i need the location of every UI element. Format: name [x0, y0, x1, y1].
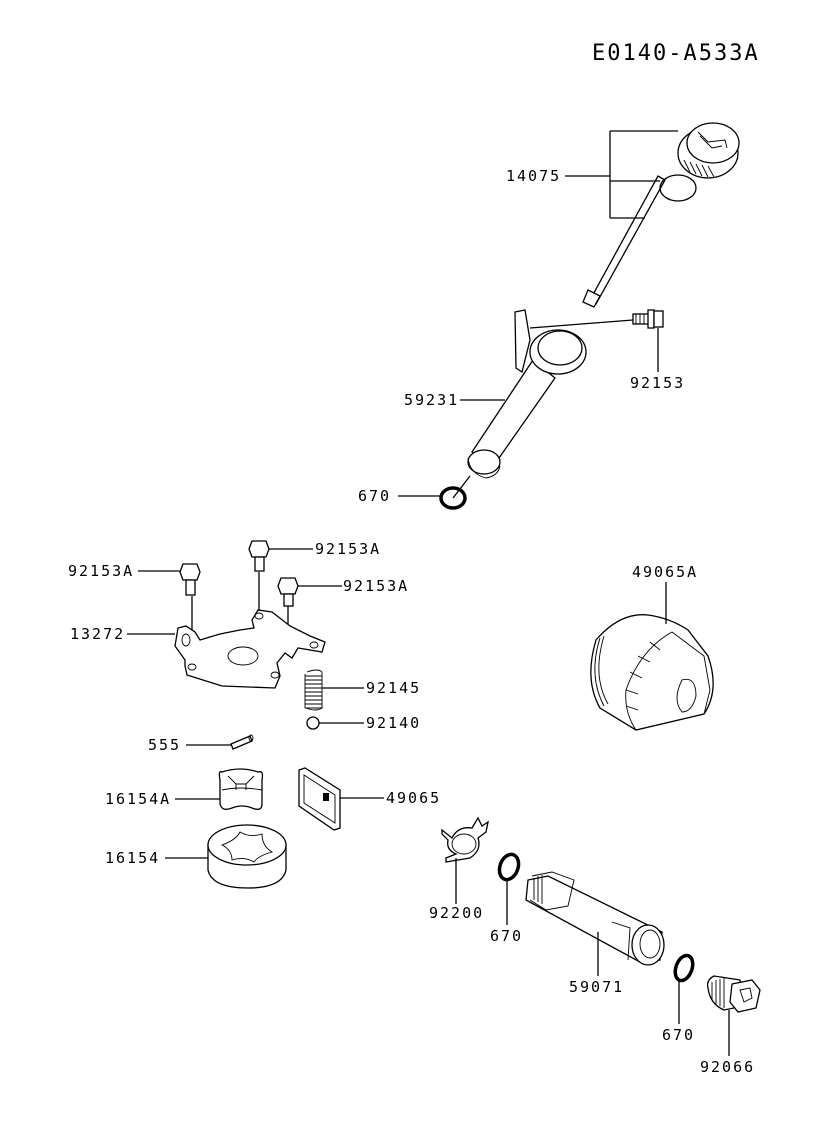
callout-92153 — [529, 319, 659, 372]
part-spring[interactable] — [304, 669, 324, 711]
part-label-59071[interactable]: 59071 — [569, 978, 624, 996]
part-drain-plug[interactable] — [706, 975, 761, 1013]
callout-92153A-top — [258, 548, 313, 615]
part-oring-670-top[interactable] — [439, 486, 467, 510]
part-label-92153A-left[interactable]: 92153A — [68, 562, 134, 580]
part-filter-element[interactable] — [298, 767, 341, 831]
callout-14075 — [565, 130, 678, 219]
part-bolt-92153A-top[interactable] — [248, 540, 270, 572]
part-bolt-92153[interactable] — [632, 309, 664, 329]
part-plate[interactable] — [174, 609, 326, 689]
part-label-92153A-right[interactable]: 92153A — [343, 577, 409, 595]
part-dipstick[interactable] — [582, 122, 740, 308]
part-bolt-92153A-left[interactable] — [179, 563, 201, 596]
part-label-92145[interactable]: 92145 — [366, 679, 421, 697]
part-ball[interactable] — [306, 716, 320, 730]
part-strainer[interactable] — [525, 871, 665, 966]
part-label-670-top[interactable]: 670 — [358, 487, 391, 505]
part-label-92153[interactable]: 92153 — [630, 374, 685, 392]
part-label-16154A[interactable]: 16154A — [105, 790, 171, 808]
part-pin[interactable] — [230, 734, 254, 750]
part-oring-670-bottom[interactable] — [672, 953, 696, 983]
callout-670-top — [398, 475, 471, 499]
part-label-59231[interactable]: 59231 — [404, 391, 459, 409]
part-filler-tube[interactable] — [467, 309, 587, 479]
part-label-92153A-top[interactable]: 92153A — [315, 540, 381, 558]
part-label-49065[interactable]: 49065 — [386, 789, 441, 807]
part-label-49065A[interactable]: 49065A — [632, 563, 698, 581]
part-label-670-bottom[interactable]: 670 — [662, 1026, 695, 1044]
part-label-92200[interactable]: 92200 — [429, 904, 484, 922]
part-label-13272[interactable]: 13272 — [70, 625, 125, 643]
part-washer[interactable] — [441, 816, 489, 863]
part-label-670-middle[interactable]: 670 — [490, 927, 523, 945]
part-label-92140[interactable]: 92140 — [366, 714, 421, 732]
part-label-16154[interactable]: 16154 — [105, 849, 160, 867]
part-bolt-92153A-right[interactable] — [277, 577, 299, 607]
part-label-555[interactable]: 555 — [148, 736, 181, 754]
part-label-92066[interactable]: 92066 — [700, 1058, 755, 1076]
part-inner-rotor[interactable] — [218, 768, 264, 810]
part-outer-rotor[interactable] — [207, 824, 287, 889]
part-oil-filter[interactable] — [590, 614, 714, 731]
part-oring-670-middle[interactable] — [496, 852, 522, 883]
part-label-14075[interactable]: 14075 — [506, 167, 561, 185]
diagram-title: E0140-A533A — [592, 41, 760, 66]
